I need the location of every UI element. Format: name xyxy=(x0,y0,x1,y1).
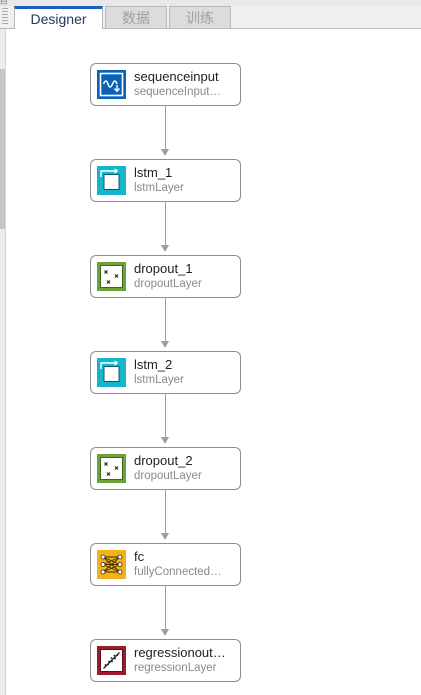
tab-data[interactable]: 数据 xyxy=(105,6,167,28)
connector-arrowhead xyxy=(161,437,169,444)
layer-name: dropout_1 xyxy=(134,261,193,276)
tab-bar: Designer 数据 训练 xyxy=(0,6,421,29)
layer-type: lstmLayer xyxy=(134,182,184,194)
layer-type: fullyConnected… xyxy=(134,566,222,578)
connector-arrowhead xyxy=(161,149,169,156)
layer-name: dropout_2 xyxy=(134,453,193,468)
connector-line xyxy=(165,489,166,533)
lstm-icon xyxy=(97,358,126,387)
connector-arrowhead xyxy=(161,341,169,348)
layer-node-dropout-2[interactable]: dropout_2 dropoutLayer xyxy=(90,447,241,490)
layer-node-lstm-1[interactable]: lstm_1 lstmLayer xyxy=(90,159,241,202)
layer-name: lstm_2 xyxy=(134,357,173,372)
sequence-input-icon xyxy=(97,70,126,99)
layer-type: regressionLayer xyxy=(134,662,217,674)
scrollbar-thumb[interactable] xyxy=(0,69,5,229)
layer-node-regressionoutput[interactable]: regressionout… regressionLayer xyxy=(90,639,241,682)
dropout-icon xyxy=(97,262,126,291)
connector-line xyxy=(165,201,166,245)
network-designer-canvas[interactable]: sequenceinput sequenceInput… lstm_1 lstm… xyxy=(6,29,421,695)
layer-name: lstm_1 xyxy=(134,165,173,180)
connector-arrowhead xyxy=(161,629,169,636)
tab-designer[interactable]: Designer xyxy=(14,6,103,29)
dropout-icon xyxy=(97,454,126,483)
tab-training[interactable]: 训练 xyxy=(169,6,231,28)
left-scrollbar[interactable] xyxy=(0,29,6,695)
layer-name: regressionout… xyxy=(134,645,226,660)
layer-type: sequenceInput… xyxy=(134,86,221,98)
layer-node-sequenceinput[interactable]: sequenceinput sequenceInput… xyxy=(90,63,241,106)
fully-connected-icon xyxy=(97,550,126,579)
layer-name: sequenceinput xyxy=(134,69,219,84)
connector-line xyxy=(165,393,166,437)
layer-type: dropoutLayer xyxy=(134,470,202,482)
connector-line xyxy=(165,297,166,341)
layer-node-dropout-1[interactable]: dropout_1 dropoutLayer xyxy=(90,255,241,298)
connector-line xyxy=(165,105,166,149)
layer-node-fc[interactable]: fc fullyConnected… xyxy=(90,543,241,586)
layer-type: lstmLayer xyxy=(134,374,184,386)
regression-output-icon xyxy=(97,646,126,675)
connector-arrowhead xyxy=(161,533,169,540)
layer-name: fc xyxy=(134,549,145,564)
layer-node-lstm-2[interactable]: lstm_2 lstmLayer xyxy=(90,351,241,394)
drag-handle-icon[interactable] xyxy=(2,8,8,26)
connector-line xyxy=(165,585,166,629)
collapse-icon[interactable]: ⊟ xyxy=(0,0,8,6)
connector-arrowhead xyxy=(161,245,169,252)
layer-type: dropoutLayer xyxy=(134,278,202,290)
lstm-icon xyxy=(97,166,126,195)
